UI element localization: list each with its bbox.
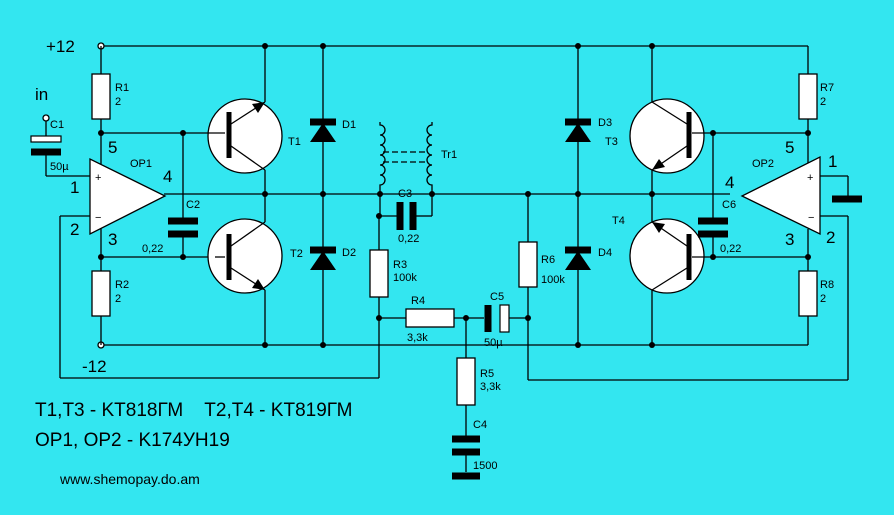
d1-label: D1 [342,119,356,131]
op2-pin1: 1 [828,152,837,171]
input-c1 [30,114,90,177]
op2-pin5: 5 [785,138,794,157]
tr1-label: Tr1 [441,149,457,161]
r5-c4-branch [452,318,480,480]
d4-diode [565,246,591,270]
r7-name: R7 [820,82,834,94]
r4-name: R4 [411,295,425,307]
op1-pin3: 3 [108,230,117,249]
t1-label: T1 [288,136,301,148]
t1-transistor [183,46,283,194]
svg-text:−: − [95,212,101,224]
r8-value: 2 [820,293,826,305]
r7-resistor [798,73,818,120]
r5-name: R5 [480,368,494,380]
op1-pin5: 5 [108,138,117,157]
c2-value: 0,22 [142,243,163,255]
svg-text:+: + [95,172,101,184]
r2-name: R2 [115,279,129,291]
r3-resistor [369,249,389,298]
d2-diode [310,246,336,270]
c4-name: C4 [473,419,487,431]
r2-value: 2 [115,293,121,305]
c6-capacitor [698,133,728,257]
rail-wires [101,45,808,346]
r6-name: R6 [541,254,555,266]
r8-name: R8 [820,279,834,291]
r1-value: 2 [115,96,121,108]
input-label: in [35,85,48,104]
t3-transistor [629,46,808,194]
parts-note-opamps: OP1, OP2 - K174УН19 [35,430,230,451]
op2-pin2: 2 [826,228,835,247]
c5-name: C5 [490,291,504,303]
r7-value: 2 [820,96,826,108]
c5-value: 50µ [484,337,503,349]
op2-pin4: 4 [725,173,734,192]
parts-note-transistors: T1,T3 - KT818ГМ T2,T4 - KT819ГМ [35,400,352,421]
c3-value: 0,22 [398,233,419,245]
d4-label: D4 [598,247,612,259]
c1-name: C1 [50,119,64,131]
r6-resistor [518,241,538,288]
d2-label: D2 [342,247,356,259]
op2-pin3: 3 [785,230,794,249]
t4-transistor [629,194,808,345]
t4-label: T4 [612,215,625,227]
d3-label: D3 [598,117,612,129]
r5-resistor [456,357,476,406]
t2-transistor [207,194,283,345]
r8-resistor [798,270,818,317]
op1-pin4: 4 [163,167,172,186]
r3-name: R3 [393,259,407,271]
c3-name: C3 [398,188,412,200]
op1-pin2: 2 [70,220,79,239]
r1-resistor [91,73,111,120]
op1-label: OP1 [130,158,152,170]
c6-name: C6 [722,199,736,211]
r6-value: 100k [541,274,565,286]
t2-label: T2 [290,248,303,260]
site-url: www.shemopay.do.am [59,471,200,487]
r6-branch [527,194,849,381]
c1-value: 50µ [50,161,69,173]
tr1-transformer [379,122,433,194]
r1-name: R1 [115,82,129,94]
pos-rail-label: +12 [46,37,75,56]
r5-value: 3,3k [480,381,501,393]
r2-resistor [91,270,111,317]
op2-amplifier: + − [740,46,862,345]
op1-pin1: 1 [70,178,79,197]
r4-value: 3,3k [407,332,428,344]
t3-label: T3 [605,136,618,148]
c5-capacitor [484,304,528,333]
neg-rail-label: -12 [82,357,107,376]
r3-value: 100k [393,272,417,284]
junction-dots [98,43,811,348]
op2-label: OP2 [752,158,774,170]
svg-text:−: − [808,212,814,224]
r4-resistor [405,308,455,328]
svg-text:+: + [807,172,813,184]
c2-name: C2 [186,199,200,211]
c2-capacitor [101,132,215,258]
c6-value: 0,22 [720,243,741,255]
c4-value: 1500 [473,460,497,472]
c3-capacitor [379,194,433,230]
